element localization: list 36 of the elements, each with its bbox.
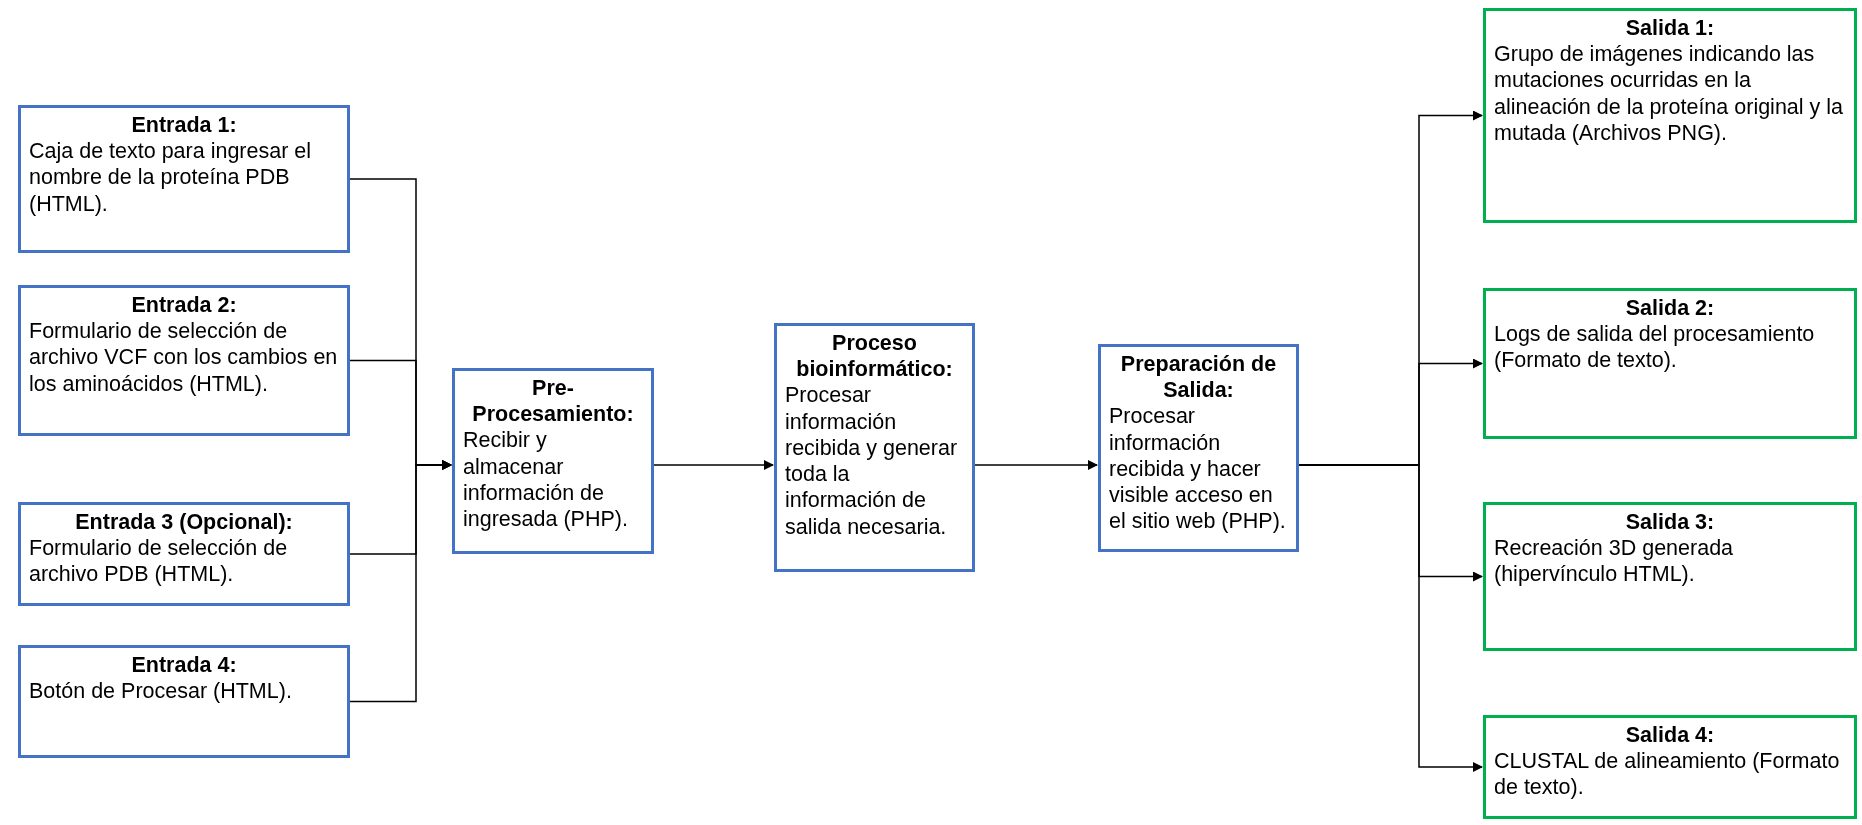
process-box [18,645,350,758]
box-text: Botón de Procesar (HTML). [29,678,293,705]
box-heading: Proceso bioinformático: [795,330,954,383]
box-text: Formulario de selección de archivo VCF con los cambios en los aminoácidos (HTML). [29,318,339,397]
box-heading: Entrada 3 (Opcional): [74,509,294,536]
box-heading: Entrada 2: [130,292,238,319]
process-box [1483,715,1857,819]
box-heading: Entrada 1: [130,112,238,139]
arrow [349,460,452,703]
box-heading: Salida 3: [1624,509,1716,536]
box-text: Grupo de imágenes indicando las mutaciones ocurridas en la alineación de la proteína original y la mutada (Archivos PNG). [1494,41,1844,147]
process-box [18,502,350,606]
process-box [18,285,350,436]
arrow [653,460,774,470]
box-text: Procesar información recibida y hacer visible acceso en el sitio web (PHP). [1109,403,1287,535]
process-box [774,323,975,572]
process-box [452,368,654,554]
box-heading: Pre-Procesamiento: [471,375,635,428]
process-box [1483,502,1857,651]
box-heading: Preparación de Salida: [1119,351,1278,404]
arrow [974,460,1098,470]
box-text: CLUSTAL de alineamiento (Formato de texto). [1494,748,1841,801]
box-text: Caja de texto para ingresar el nombre de la proteína PDB (HTML). [29,138,313,217]
process-box [1098,344,1299,552]
box-heading: Salida 2: [1624,295,1716,322]
process-box [1483,8,1857,223]
box-heading: Salida 4: [1624,722,1716,749]
box-heading: Entrada 4: [130,652,238,679]
box-text: Formulario de selección de archivo PDB (HTML). [29,535,289,588]
box-text: Recreación 3D generada (hipervínculo HTML). [1494,535,1735,588]
box-text: Logs de salida del procesamiento (Formato de texto). [1494,321,1816,374]
process-box [18,105,350,253]
box-heading: Salida 1: [1624,15,1716,42]
process-box [1483,288,1857,439]
box-text: Recibir y almacenar información de ingresada (PHP). [463,427,629,533]
box-text: Procesar información recibida y generar toda la información de salida necesaria. [785,382,959,540]
